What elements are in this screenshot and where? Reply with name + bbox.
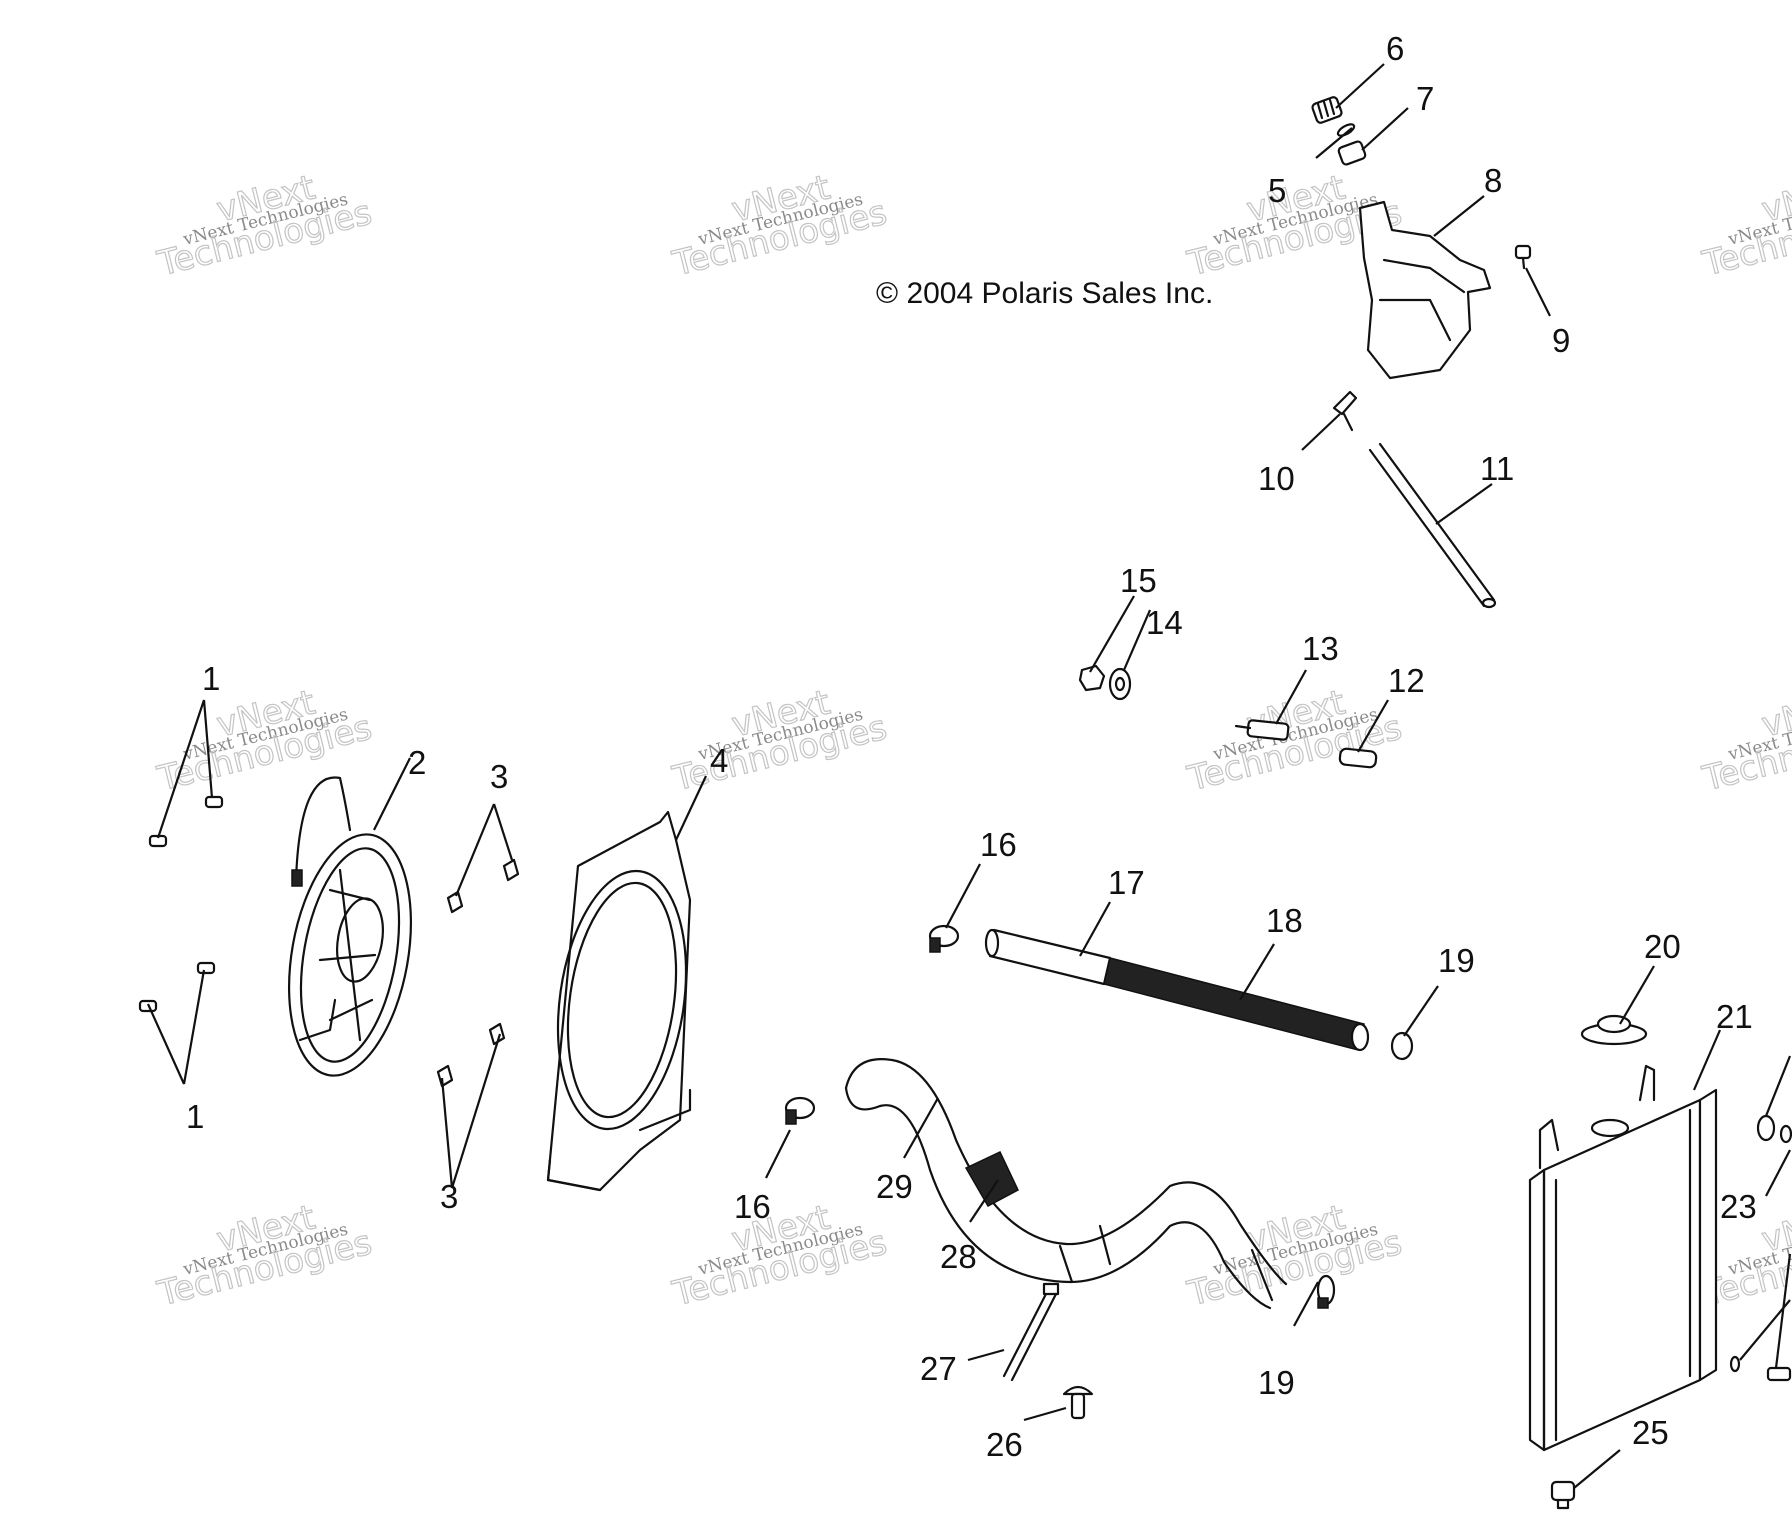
part-16-clamp: [928, 924, 960, 953]
callout-1: 1: [186, 1098, 204, 1135]
watermarks: vNext vNext Technologies Technologies vN…: [153, 167, 1792, 1315]
part-16-clamp: [784, 1096, 816, 1125]
part-11-tube: [1368, 442, 1497, 609]
callout-25: 25: [1632, 1414, 1669, 1451]
watermark: vNext vNext Technologies Technologies: [153, 167, 377, 285]
part-28-sleeve: [964, 1151, 1019, 1208]
part-15-nut: [1078, 664, 1106, 692]
part-9-screw: [1514, 244, 1532, 270]
part-2-fan: [287, 776, 413, 1077]
callout-21: 21: [1716, 998, 1753, 1035]
part-4-shroud: [546, 810, 692, 1192]
callout-11: 11: [1480, 450, 1514, 487]
callout-1: 1: [202, 660, 220, 697]
part-10-elbow: [1332, 390, 1358, 432]
callout-5: 5: [1268, 172, 1286, 209]
callout-7: 7: [1416, 80, 1434, 117]
callout-26: 26: [986, 1426, 1023, 1463]
callout-4: 4: [710, 742, 728, 779]
part-19-clamp: [1390, 1031, 1414, 1061]
callout-23: 23: [1720, 1188, 1757, 1225]
watermark: vNext vNext Technologies Technologies: [668, 167, 892, 285]
part-17-hose: [984, 928, 1112, 986]
callout-17: 17: [1108, 864, 1145, 901]
part-20-cap: [1580, 1014, 1648, 1046]
part-19-clamp: [1316, 1274, 1336, 1309]
callout-19: 19: [1438, 942, 1475, 979]
callout-14: 14: [1146, 604, 1183, 641]
part-21-radiator: [1528, 1064, 1718, 1452]
callout-12: 12: [1388, 662, 1425, 699]
watermark: vNext vNext Technologies Technologies: [1183, 682, 1407, 800]
watermark: vNext vNext Technologies Technologies: [668, 682, 892, 800]
part-5-oring: [1336, 123, 1356, 137]
callout-16: 16: [734, 1188, 771, 1225]
part-29-hose: [844, 1058, 1288, 1310]
part-bolt: [1729, 1355, 1792, 1382]
part-7-fitting: [1337, 140, 1367, 166]
callout-10: 10: [1258, 460, 1295, 497]
callout-27: 27: [920, 1350, 957, 1387]
part-14-washer: [1108, 667, 1132, 701]
callout-16: 16: [980, 826, 1017, 863]
callout-3: 3: [440, 1178, 458, 1215]
callout-29: 29: [876, 1168, 913, 1205]
callout-6: 6: [1386, 30, 1404, 67]
part-8-reservoir: [1358, 200, 1492, 380]
callout-15: 15: [1120, 562, 1157, 599]
part-18-sleeve: [1103, 957, 1370, 1052]
callout-3: 3: [490, 758, 508, 795]
part-26-fastener: [1062, 1385, 1094, 1420]
part-1-screws: [138, 795, 224, 1013]
callout-20: 20: [1644, 928, 1681, 965]
part-23-washer: [1756, 1114, 1792, 1144]
part-3-clips: [436, 858, 520, 1088]
callout-18: 18: [1266, 902, 1303, 939]
callout-13: 13: [1302, 630, 1339, 667]
watermark: vNext vNext Technologies Technologies: [668, 1197, 892, 1315]
watermark: vNext vNext Technologies Technologies: [1183, 1197, 1407, 1315]
callout-9: 9: [1552, 322, 1570, 359]
leader-lines: [146, 63, 1792, 1489]
watermark: vNext vNext Technologies Technologies: [1698, 682, 1792, 800]
callout-8: 8: [1484, 162, 1502, 199]
part-6-cap: [1311, 96, 1343, 124]
callout-28: 28: [940, 1238, 977, 1275]
watermark: vNext vNext Technologies Technologies: [153, 1197, 377, 1315]
watermark: vNext vNext Technologies Technologies: [1698, 167, 1792, 285]
copyright-text: © 2004 Polaris Sales Inc.: [876, 277, 1213, 310]
callouts: 1 1 2 3 3 4 5 6 7 8 9 10 11 12 13 14 15 …: [186, 30, 1757, 1463]
callout-2: 2: [408, 744, 426, 781]
callout-19: 19: [1258, 1364, 1295, 1401]
part-13-stud: [1234, 719, 1290, 741]
part-27-tie: [1002, 1282, 1060, 1382]
part-25-plug: [1550, 1480, 1576, 1510]
